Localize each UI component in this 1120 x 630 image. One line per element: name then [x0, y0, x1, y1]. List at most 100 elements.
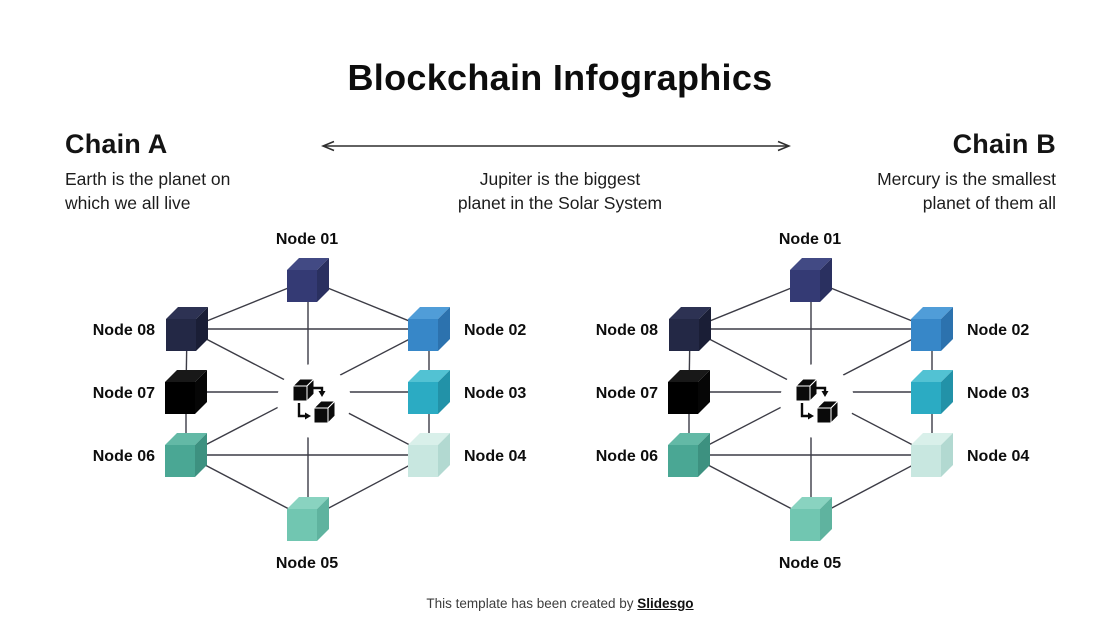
node-label-02: Node 02 [967, 322, 1029, 339]
node-label-04: Node 04 [967, 448, 1029, 465]
node-cube-04 [408, 433, 450, 477]
node-cube-04 [911, 433, 953, 477]
chain-b-description: Mercury is the smallest planet of them a… [877, 169, 1056, 213]
icon-arrow-down [313, 386, 324, 392]
cube-face-side [820, 497, 832, 541]
cube-face-front [668, 445, 698, 477]
cube-face-top [669, 307, 711, 319]
cube-face-front [165, 382, 195, 414]
cube-face-top [790, 258, 832, 270]
node-cube-06 [668, 433, 710, 477]
cube-face-top [408, 370, 450, 382]
cube-face-top [287, 258, 329, 270]
chain-a-heading: Chain A [65, 129, 168, 159]
cube-face-side [941, 307, 953, 351]
icon-cube-bottom [816, 400, 839, 424]
cube-face-side [317, 497, 329, 541]
icon-arrowhead-right [808, 412, 814, 420]
cube-face-front [408, 319, 438, 351]
cube-face-front [287, 509, 317, 541]
cube-face-front [287, 270, 317, 302]
node-cube-06 [165, 433, 207, 477]
node-label-03: Node 03 [967, 385, 1029, 402]
icon-cube-top [795, 378, 818, 402]
cube-face-side [698, 433, 710, 477]
cube-face-side [438, 433, 450, 477]
node-label-05: Node 05 [276, 555, 338, 572]
cube-face-top [668, 370, 710, 382]
cube-face-side [317, 258, 329, 302]
icon-arrowhead-right [305, 412, 311, 420]
node-label-03: Node 03 [464, 385, 526, 402]
slide-title: Blockchain Infographics [347, 57, 773, 98]
node-cube-08 [669, 307, 711, 351]
cube-face-top [165, 433, 207, 445]
chain-a-description: Earth is the planet on which we all live [65, 169, 231, 213]
cube-face-front [911, 382, 941, 414]
cube-face-top [911, 370, 953, 382]
footer-text: This template has been created by [426, 596, 638, 611]
blockchain-cubes-icon [795, 378, 839, 424]
node-label-08: Node 08 [596, 322, 658, 339]
node-cube-03 [408, 370, 450, 414]
center-description: Jupiter is the biggest planet in the Sol… [457, 169, 663, 213]
node-cube-03 [911, 370, 953, 414]
cube-face-side [195, 370, 207, 414]
cube-face-front [911, 319, 941, 351]
node-cube-02 [408, 307, 450, 351]
node-label-08: Node 08 [93, 322, 155, 339]
node-cube-05 [790, 497, 832, 541]
icon-cube-bottom [313, 400, 336, 424]
cube-face-top [911, 433, 953, 445]
cube-face-front [313, 407, 329, 424]
cube-face-top [166, 307, 208, 319]
node-label-07: Node 07 [93, 385, 155, 402]
cube-face-front [292, 385, 308, 402]
node-label-02: Node 02 [464, 322, 526, 339]
node-cube-05 [287, 497, 329, 541]
node-cube-02 [911, 307, 953, 351]
cube-face-front [669, 319, 699, 351]
cube-face-side [699, 307, 711, 351]
cube-face-top [668, 433, 710, 445]
cube-face-front [911, 445, 941, 477]
cube-face-side [941, 433, 953, 477]
node-label-07: Node 07 [596, 385, 658, 402]
icon-cube-top [292, 378, 315, 402]
node-label-01: Node 01 [779, 231, 841, 248]
node-cube-07 [165, 370, 207, 414]
center-mask [780, 364, 854, 438]
cube-face-top [408, 433, 450, 445]
cube-face-front [166, 319, 196, 351]
slidesgo-link[interactable]: Slidesgo [637, 596, 694, 611]
cube-face-side [941, 370, 953, 414]
cube-face-side [438, 307, 450, 351]
node-label-01: Node 01 [276, 231, 338, 248]
cube-face-front [790, 509, 820, 541]
double-arrow-connector [321, 140, 791, 152]
arrowhead-right-icon [777, 140, 791, 152]
arrowhead-left-icon [321, 140, 335, 152]
cube-face-side [438, 370, 450, 414]
cube-face-side [195, 433, 207, 477]
cube-face-front [668, 382, 698, 414]
node-cube-01 [287, 258, 329, 302]
cube-face-top [911, 307, 953, 319]
node-cube-01 [790, 258, 832, 302]
center-mask [277, 364, 351, 438]
cube-face-side [820, 258, 832, 302]
cube-face-front [816, 407, 832, 424]
footer: This template has been created by Slides… [0, 596, 1120, 611]
cube-face-front [165, 445, 195, 477]
chain-b-heading: Chain B [952, 129, 1056, 159]
cube-face-front [408, 382, 438, 414]
icon-arrow-down [816, 386, 827, 392]
node-cube-08 [166, 307, 208, 351]
cube-face-top [790, 497, 832, 509]
cube-face-top [408, 307, 450, 319]
